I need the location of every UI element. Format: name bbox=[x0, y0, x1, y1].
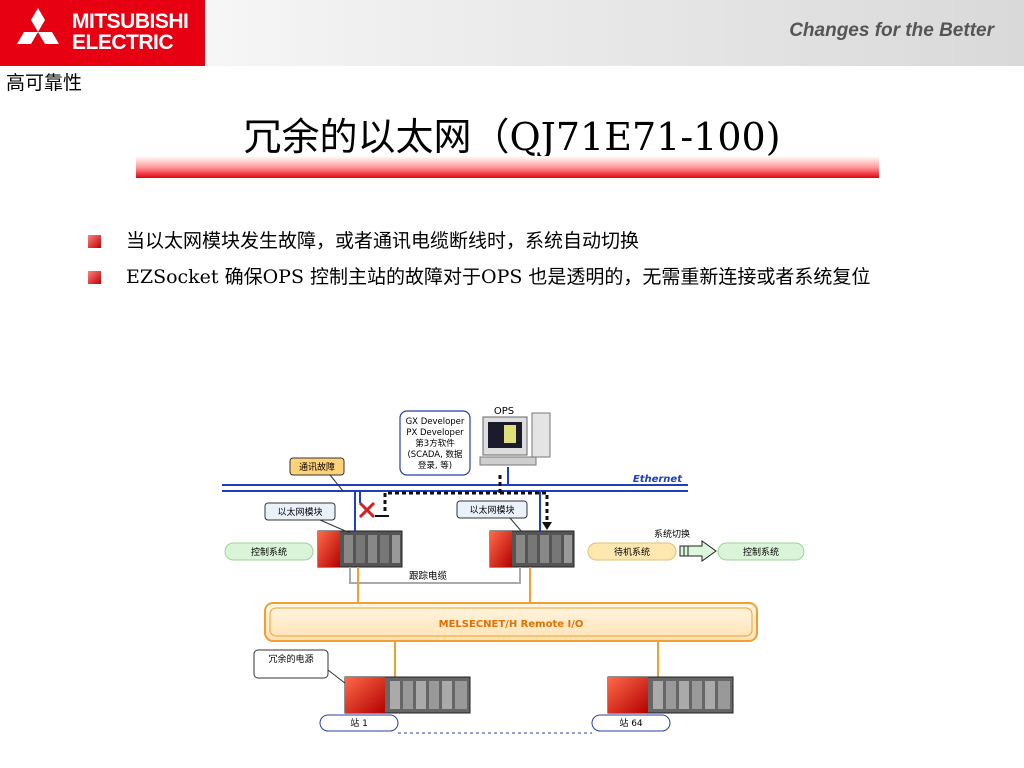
bullet-text: 当以太网模块发生故障，或者通讯电缆断线时，系统自动切换 bbox=[126, 230, 640, 252]
right-module-callout: 以太网模块 bbox=[456, 500, 528, 533]
station-64-label: 站 64 bbox=[619, 717, 643, 729]
right-control-pill: 控制系统 bbox=[717, 542, 805, 561]
station-64-rack bbox=[607, 676, 734, 714]
left-control-pill: 控制系统 bbox=[224, 542, 314, 561]
arrow-down-icon bbox=[542, 522, 552, 530]
station-1-pill: 站 1 bbox=[319, 714, 399, 732]
brand-name: MITSUBISHI ELECTRIC bbox=[72, 10, 189, 54]
bullet-item: 当以太网模块发生故障，或者通讯电缆断线时，系统自动切换 bbox=[88, 226, 948, 256]
left-module-label: 以太网模块 bbox=[277, 506, 322, 518]
right-control-label: 控制系统 bbox=[743, 546, 779, 558]
left-control-label: 控制系统 bbox=[251, 546, 287, 558]
bullet-square-icon bbox=[88, 271, 101, 284]
fault-label: 通讯故障 bbox=[299, 461, 335, 473]
standby-pill: 待机系统 bbox=[587, 542, 677, 561]
left-plc-rack bbox=[317, 491, 403, 568]
bullet-list: 当以太网模块发生故障，或者通讯电缆断线时，系统自动切换 EZSocket 确保O… bbox=[88, 226, 948, 298]
three-diamonds-icon bbox=[17, 8, 59, 44]
power-callout: 冗余的电源 bbox=[253, 649, 351, 688]
power-label: 冗余的电源 bbox=[268, 653, 313, 665]
melsecnet-label: MELSECNET/H Remote I/O bbox=[439, 619, 584, 630]
software-line: GX Developer bbox=[406, 417, 465, 427]
software-line: PX Developer bbox=[406, 428, 464, 438]
section-label: 高可靠性 bbox=[6, 72, 83, 94]
bullet-square-icon bbox=[88, 235, 101, 248]
tracking-cable-label: 跟踪电缆 bbox=[409, 570, 448, 582]
slide-title: 冗余的以太网（QJ71E71-100) bbox=[243, 115, 781, 159]
software-line: 登录, 等) bbox=[418, 460, 452, 471]
fault-x-icon bbox=[358, 501, 389, 519]
fault-callout: 通讯故障 bbox=[289, 457, 345, 492]
ops-label: OPS bbox=[494, 406, 514, 417]
redundant-ethernet-diagram: Ethernet OPS GX Developer PX Developer 第… bbox=[222, 406, 805, 734]
right-module-label: 以太网模块 bbox=[469, 504, 514, 516]
station-1-label: 站 1 bbox=[350, 717, 368, 729]
ops-computer: OPS bbox=[479, 406, 551, 466]
standby-label: 待机系统 bbox=[614, 546, 650, 558]
ethernet-label: Ethernet bbox=[633, 474, 683, 485]
title-underline-bar bbox=[136, 156, 879, 178]
station-64-pill: 站 64 bbox=[591, 714, 671, 732]
switch-arrow: 系统切换 bbox=[654, 528, 717, 562]
ethernet-bus: Ethernet bbox=[222, 474, 688, 492]
bullet-text: EZSocket 确保OPS 控制主站的故障对于OPS 也是透明的，无需重新连接… bbox=[126, 266, 871, 288]
header-bar: MITSUBISHI ELECTRIC Changes for the Bett… bbox=[0, 0, 1024, 66]
bullet-item: EZSocket 确保OPS 控制主站的故障对于OPS 也是透明的，无需重新连接… bbox=[88, 262, 948, 292]
software-line: (SCADA, 数据 bbox=[407, 449, 463, 460]
mitsubishi-logo: MITSUBISHI ELECTRIC bbox=[0, 0, 205, 66]
station-1-rack bbox=[344, 676, 471, 714]
right-plc-rack bbox=[489, 491, 575, 568]
slogan: Changes for the Better bbox=[789, 20, 994, 41]
dotted-data-path bbox=[383, 475, 549, 523]
left-module-callout: 以太网模块 bbox=[264, 502, 351, 534]
melsecnet-network: MELSECNET/H Remote I/O bbox=[264, 602, 758, 642]
software-callout: GX Developer PX Developer 第3方软件 (SCADA, … bbox=[399, 410, 471, 476]
brand-line-2: ELECTRIC bbox=[72, 31, 174, 54]
brand-line-1: MITSUBISHI bbox=[72, 10, 189, 33]
switch-label: 系统切换 bbox=[654, 528, 690, 540]
tracking-cable: 跟踪电缆 bbox=[349, 567, 521, 584]
software-line: 第3方软件 bbox=[415, 438, 455, 449]
